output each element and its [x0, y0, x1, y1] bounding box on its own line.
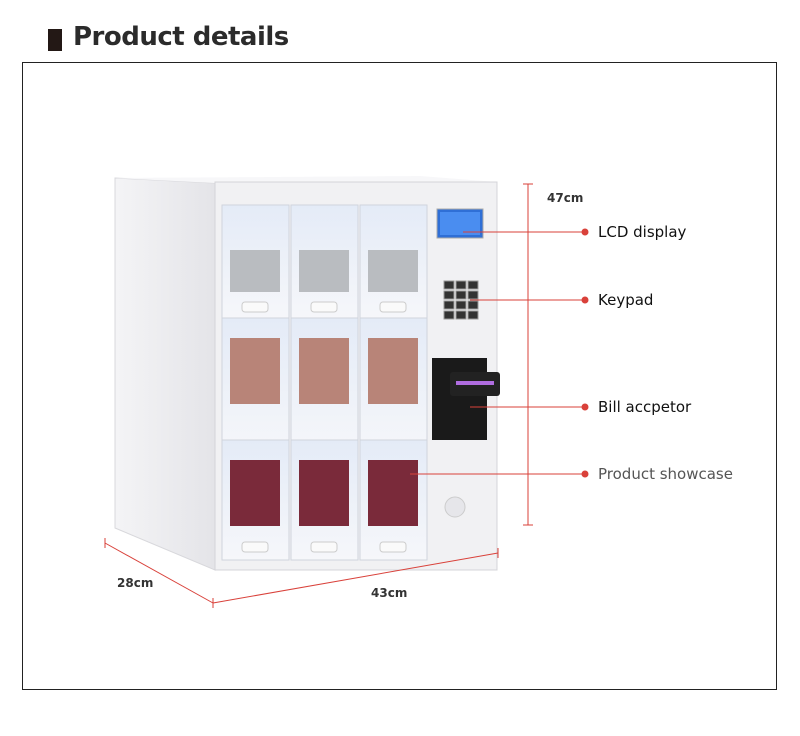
- drawer-handle: [379, 301, 407, 313]
- page-title: Product details: [73, 22, 289, 52]
- machine-top: [115, 176, 497, 183]
- product-box: [299, 338, 349, 404]
- keypad-key: [467, 280, 479, 290]
- depth-dimension-line: [104, 542, 214, 604]
- keypad-key: [443, 310, 455, 320]
- product-box: [299, 460, 349, 526]
- drawer-handle: [241, 541, 269, 553]
- product-box: [230, 338, 280, 404]
- keypad-key: [455, 280, 467, 290]
- keypad-key: [455, 310, 467, 320]
- depth-dimension-label: 28cm: [117, 576, 154, 590]
- product-box: [230, 250, 280, 292]
- width-dimension-label: 43cm: [371, 586, 408, 600]
- keypad-key: [467, 300, 479, 310]
- drawer-handle: [241, 301, 269, 313]
- keypad: [443, 280, 479, 320]
- keypad-key: [443, 300, 455, 310]
- drawer-handle: [310, 301, 338, 313]
- title-accent-bar: [48, 29, 62, 51]
- callout-product-showcase: Product showcase: [598, 465, 733, 483]
- image-frame: [22, 62, 777, 690]
- keypad-key: [467, 310, 479, 320]
- callout-lcd-display: LCD display: [598, 223, 687, 241]
- speaker-grille: [444, 496, 466, 518]
- keypad-key: [467, 290, 479, 300]
- height-dimension-label: 47cm: [547, 191, 584, 205]
- keypad-key: [455, 300, 467, 310]
- drawer-handle: [310, 541, 338, 553]
- compartment-grid: [221, 204, 428, 561]
- machine-side-panel: [114, 177, 216, 571]
- width-dimension-line: [212, 552, 499, 604]
- product-box: [299, 250, 349, 292]
- callout-keypad: Keypad: [598, 291, 654, 309]
- bill-acceptor: [432, 358, 487, 440]
- callout-bill-acceptor: Bill accpetor: [598, 398, 692, 416]
- product-box: [368, 338, 418, 404]
- keypad-key: [443, 280, 455, 290]
- keypad-key: [455, 290, 467, 300]
- product-box: [368, 460, 418, 526]
- keypad-key: [443, 290, 455, 300]
- drawer-handle: [379, 541, 407, 553]
- product-box: [368, 250, 418, 292]
- product-box: [230, 460, 280, 526]
